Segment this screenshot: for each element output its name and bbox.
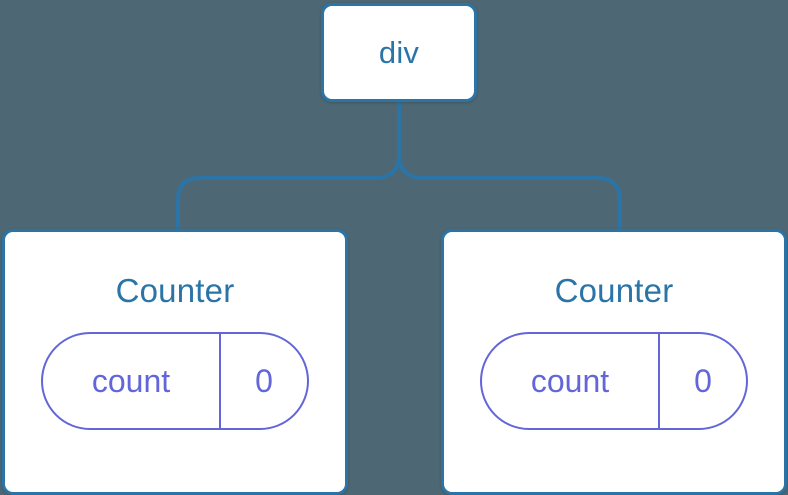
connector-branch-right [397,155,622,231]
state-value-label: 0 [694,363,712,399]
state-pill-divider [219,334,221,428]
component-title: Counter [115,272,235,309]
state-pill[interactable]: count 0 [41,332,309,430]
connector-branch-left [176,155,401,231]
component-node-counter-right[interactable]: Counter count 0 [441,229,787,495]
state-key-label: count [91,363,171,399]
component-node-counter-left[interactable]: Counter count 0 [2,229,348,495]
root-node-label: div [378,35,420,70]
state-key-label: count [530,363,610,399]
root-node-div[interactable]: div [321,3,477,102]
state-value-label: 0 [255,363,273,399]
state-pill-divider [658,334,660,428]
component-title: Counter [554,272,674,309]
state-pill[interactable]: count 0 [480,332,748,430]
